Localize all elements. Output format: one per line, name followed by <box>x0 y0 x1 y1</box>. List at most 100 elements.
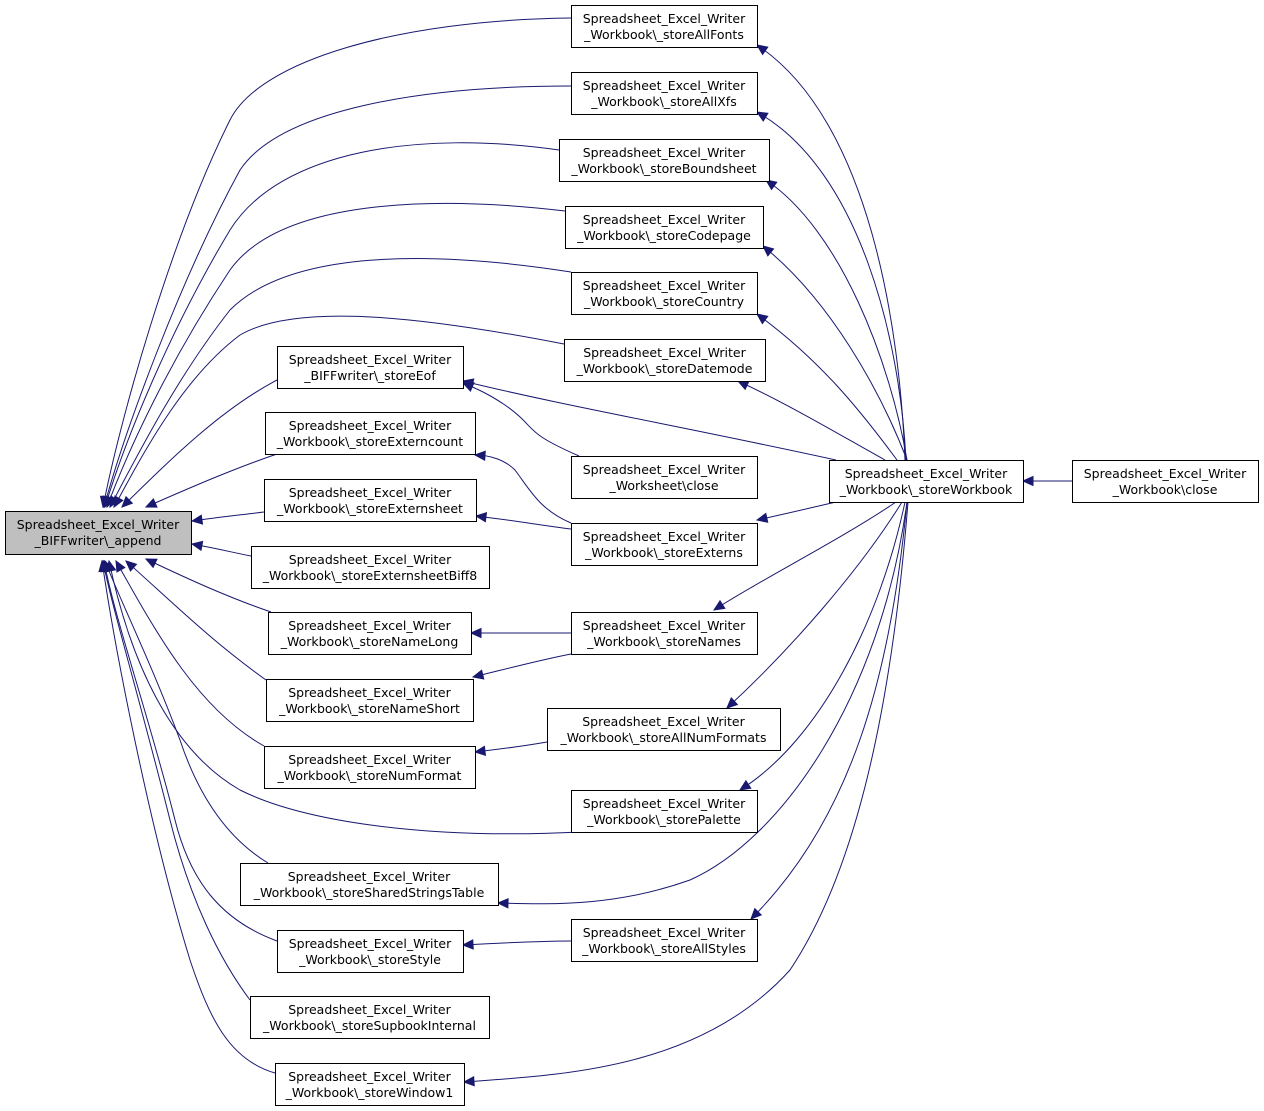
edge-storeSupbookInternal-to-append <box>99 559 251 1001</box>
edge-line <box>106 202 566 508</box>
node-storeNameShort[interactable]: Spreadsheet_Excel_Writer_Workbook\_store… <box>266 679 474 722</box>
edge-storeWindow1-to-append <box>98 559 276 1074</box>
node-box <box>275 1063 465 1106</box>
edge-line <box>121 379 278 508</box>
arrowhead-icon <box>496 898 509 909</box>
node-storeEof[interactable]: Spreadsheet_Excel_Writer_BIFFwriter\_sto… <box>277 346 464 389</box>
arrowhead-icon <box>712 599 726 611</box>
node-storeExterncount[interactable]: Spreadsheet_Excel_Writer_Workbook\_store… <box>265 412 476 455</box>
node-label-line2: _Workbook\_storeSupbookInternal <box>262 1018 476 1033</box>
arrowhead-icon <box>144 558 158 569</box>
node-storeExterns[interactable]: Spreadsheet_Excel_Writer_Workbook\_store… <box>571 523 758 566</box>
node-label-line2: _Workbook\_storeSharedStringsTable <box>253 885 485 900</box>
arrowhead-icon <box>98 559 109 573</box>
node-storeBoundsheet[interactable]: Spreadsheet_Excel_Writer_Workbook\_store… <box>559 139 770 182</box>
edge-line <box>102 560 251 1001</box>
node-storeAllStyles[interactable]: Spreadsheet_Excel_Writer_Workbook\_store… <box>571 919 758 962</box>
node-box <box>571 272 758 315</box>
node-label-line1: Spreadsheet_Excel_Writer <box>845 466 1008 481</box>
node-box <box>251 546 490 589</box>
arrowhead-icon <box>121 495 134 508</box>
node-storeCodepage[interactable]: Spreadsheet_Excel_Writer_Workbook\_store… <box>565 206 764 249</box>
node-storeNameLong[interactable]: Spreadsheet_Excel_Writer_Workbook\_store… <box>268 612 472 655</box>
node-storeWindow1[interactable]: Spreadsheet_Excel_Writer_Workbook\_store… <box>275 1063 465 1106</box>
arrowhead-icon <box>461 939 474 950</box>
node-storeAllXfs[interactable]: Spreadsheet_Excel_Writer_Workbook\_store… <box>571 72 758 115</box>
node-label-line1: Spreadsheet_Excel_Writer <box>289 552 452 567</box>
node-label-line1: Spreadsheet_Excel_Writer <box>583 145 746 160</box>
node-label-line2: _Workbook\_storeWindow1 <box>285 1085 454 1100</box>
edge-storeWorkbook-to-storeDatemode <box>736 380 886 461</box>
edge-storeWorkbook-to-storePalette <box>738 501 906 791</box>
edge-line <box>739 501 906 791</box>
node-label-line1: Spreadsheet_Excel_Writer <box>288 685 451 700</box>
node-storeDatemode[interactable]: Spreadsheet_Excel_Writer_Workbook\_store… <box>564 339 766 382</box>
node-label-line2: _Workbook\_storeBoundsheet <box>570 161 756 176</box>
node-box <box>277 930 464 973</box>
edge-line <box>463 501 909 1083</box>
edge-storeWorkbook-to-storeAllFonts <box>756 44 906 461</box>
node-storeAllNumFormats[interactable]: Spreadsheet_Excel_Writer_Workbook\_store… <box>547 708 781 751</box>
node-box <box>5 511 192 555</box>
edge-storeNumFormat-to-append <box>115 559 265 747</box>
edge-storeWorkbook-to-storeAllXfs <box>755 111 907 461</box>
edge-line <box>462 380 837 461</box>
arrowhead-icon <box>190 540 204 552</box>
node-label-line2: _Workbook\close <box>1112 482 1218 497</box>
node-label-line1: Spreadsheet_Excel_Writer <box>583 78 746 93</box>
edge-storeExternsheetBiff8-to-append <box>190 540 252 557</box>
arrowhead-icon <box>755 512 769 523</box>
node-storeAllFonts[interactable]: Spreadsheet_Excel_Writer_Workbook\_store… <box>571 5 758 48</box>
node-append[interactable]: Spreadsheet_Excel_Writer_BIFFwriter\_app… <box>5 511 192 555</box>
arrowhead-icon <box>473 450 486 461</box>
node-box <box>547 708 781 751</box>
node-label-line1: Spreadsheet_Excel_Writer <box>1084 466 1247 481</box>
node-label-line1: Spreadsheet_Excel_Writer <box>583 925 746 940</box>
node-box <box>571 5 758 48</box>
node-storeWorkbook[interactable]: Spreadsheet_Excel_Writer_Workbook\_store… <box>829 460 1024 503</box>
node-storeExternsheetBiff8[interactable]: Spreadsheet_Excel_Writer_Workbook\_store… <box>251 546 490 589</box>
node-box <box>571 919 758 962</box>
edge-line <box>462 940 572 946</box>
node-box <box>829 460 1024 503</box>
node-label-line2: _Workbook\_storeExternsheetBiff8 <box>262 568 478 583</box>
arrowhead-icon <box>755 111 769 122</box>
node-workbookClose[interactable]: Spreadsheet_Excel_Writer_Workbook\close <box>1072 460 1259 503</box>
edge-storeNames-to-storeNameShort <box>471 653 572 680</box>
edge-storeExterns-to-storeExternsheet <box>474 512 572 530</box>
node-storeNames[interactable]: Spreadsheet_Excel_Writer_Workbook\_store… <box>571 612 758 655</box>
arrowhead-icon <box>736 380 750 391</box>
arrowhead-icon <box>469 627 482 639</box>
edge-storeWorkbook-to-storeEof <box>461 378 837 461</box>
arrowhead-icon <box>750 907 763 920</box>
edge-storeWorkbook-to-storeBoundsheet <box>765 179 908 461</box>
edge-line <box>756 44 906 461</box>
edge-line <box>756 111 907 461</box>
arrowhead-icon <box>190 514 204 525</box>
edge-line <box>103 560 278 942</box>
node-worksheetClose[interactable]: Spreadsheet_Excel_Writer_Worksheet\close <box>571 456 758 499</box>
edge-line <box>475 515 572 530</box>
node-label-line1: Spreadsheet_Excel_Writer <box>583 11 746 26</box>
node-label-line1: Spreadsheet_Excel_Writer <box>288 618 451 633</box>
edge-storeWorkbook-to-storeNames <box>712 501 897 611</box>
node-label-line2: _Workbook\_storeWorkbook <box>839 482 1013 497</box>
node-storeStyle[interactable]: Spreadsheet_Excel_Writer_Workbook\_store… <box>277 930 464 973</box>
node-box <box>571 72 758 115</box>
node-label-line1: Spreadsheet_Excel_Writer <box>289 418 452 433</box>
node-box <box>266 679 474 722</box>
node-storeNumFormat[interactable]: Spreadsheet_Excel_Writer_Workbook\_store… <box>264 746 476 789</box>
edge-line <box>713 501 897 611</box>
node-storeSupbookInternal[interactable]: Spreadsheet_Excel_Writer_Workbook\_store… <box>250 996 490 1039</box>
node-storeSharedStringsTable[interactable]: Spreadsheet_Excel_Writer_Workbook\_store… <box>240 863 499 906</box>
node-box <box>264 746 476 789</box>
node-label-line2: _Workbook\_storeExterncount <box>276 434 464 449</box>
node-storeCountry[interactable]: Spreadsheet_Excel_Writer_Workbook\_store… <box>571 272 758 315</box>
node-storeExternsheet[interactable]: Spreadsheet_Excel_Writer_Workbook\_store… <box>264 479 477 522</box>
edge-storeNames-to-storeNameLong <box>469 627 571 639</box>
node-box <box>559 139 770 182</box>
arrowhead-icon <box>756 44 769 56</box>
edge-line <box>104 142 560 508</box>
node-label-line2: _Workbook\_storeAllXfs <box>590 94 736 109</box>
node-storePalette[interactable]: Spreadsheet_Excel_Writer_Workbook\_store… <box>571 790 758 833</box>
